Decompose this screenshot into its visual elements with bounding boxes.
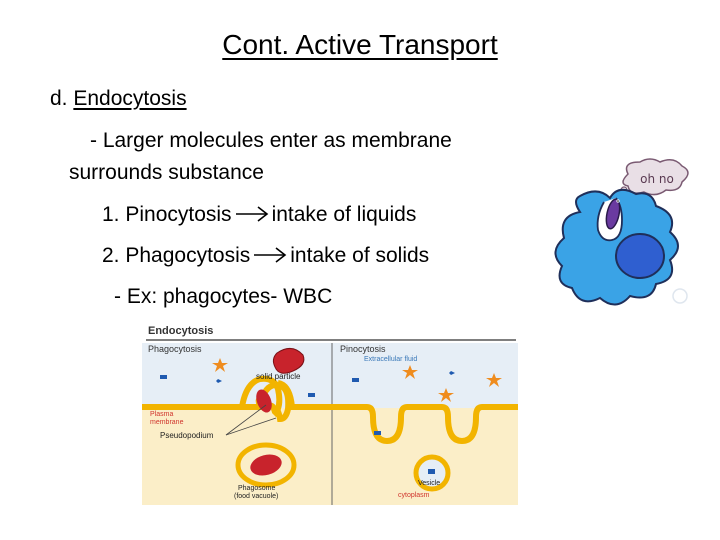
item1-term: 1. Pinocytosis bbox=[102, 203, 232, 226]
right-arrow-icon bbox=[235, 206, 268, 222]
item1-text: intake of liquids bbox=[271, 203, 417, 226]
item2-term: 2. Phagocytosis bbox=[102, 244, 251, 267]
label-cytoplasm: cytoplasm bbox=[398, 492, 430, 499]
label-vesicle: Vesicle bbox=[418, 480, 441, 487]
label-membrane: membrane bbox=[150, 419, 184, 426]
heading-term: Endocytosis bbox=[73, 87, 187, 110]
endocytosis-diagram: Endocytosis Phagocytosis Pinocytosis Ext… bbox=[142, 323, 518, 505]
bullet-line-2: surrounds substance bbox=[69, 161, 264, 184]
label-pseudopodium: Pseudopodium bbox=[160, 431, 214, 440]
label-extracellular-fluid: Extracellular fluid bbox=[364, 356, 418, 363]
diagram-graphic bbox=[142, 323, 518, 505]
cartoon-white-blood-cell-icon: oh no bbox=[554, 158, 689, 306]
item-pinocytosis: 1. Pinocytosis intake of liquids bbox=[102, 202, 416, 228]
label-phagosome: Phagosome bbox=[238, 485, 276, 492]
heading-endocytosis: d. Endocytosis bbox=[50, 86, 187, 112]
label-phagocytosis: Phagocytosis bbox=[148, 344, 202, 354]
label-solid-particle: solid particle bbox=[256, 372, 301, 381]
item2-text: intake of solids bbox=[290, 244, 430, 267]
item-phagocytosis: 2. Phagocytosis intake of solids bbox=[102, 243, 429, 269]
right-arrow-icon bbox=[254, 247, 287, 263]
label-pinocytosis: Pinocytosis bbox=[340, 344, 386, 354]
label-food-vacuole: (food vacuole) bbox=[234, 493, 279, 500]
slide-title: Cont. Active Transport bbox=[0, 26, 720, 64]
speech-bubble-text: oh no bbox=[640, 172, 674, 186]
slide-title-text: Cont. Active Transport bbox=[222, 29, 498, 60]
bullet-line-1: - Larger molecules enter as membrane bbox=[90, 129, 452, 152]
diagram-title: Endocytosis bbox=[148, 325, 214, 337]
heading-prefix: d. bbox=[50, 87, 74, 110]
example-line: - Ex: phagocytes- WBC bbox=[114, 285, 333, 308]
label-plasma: Plasma bbox=[150, 411, 174, 418]
